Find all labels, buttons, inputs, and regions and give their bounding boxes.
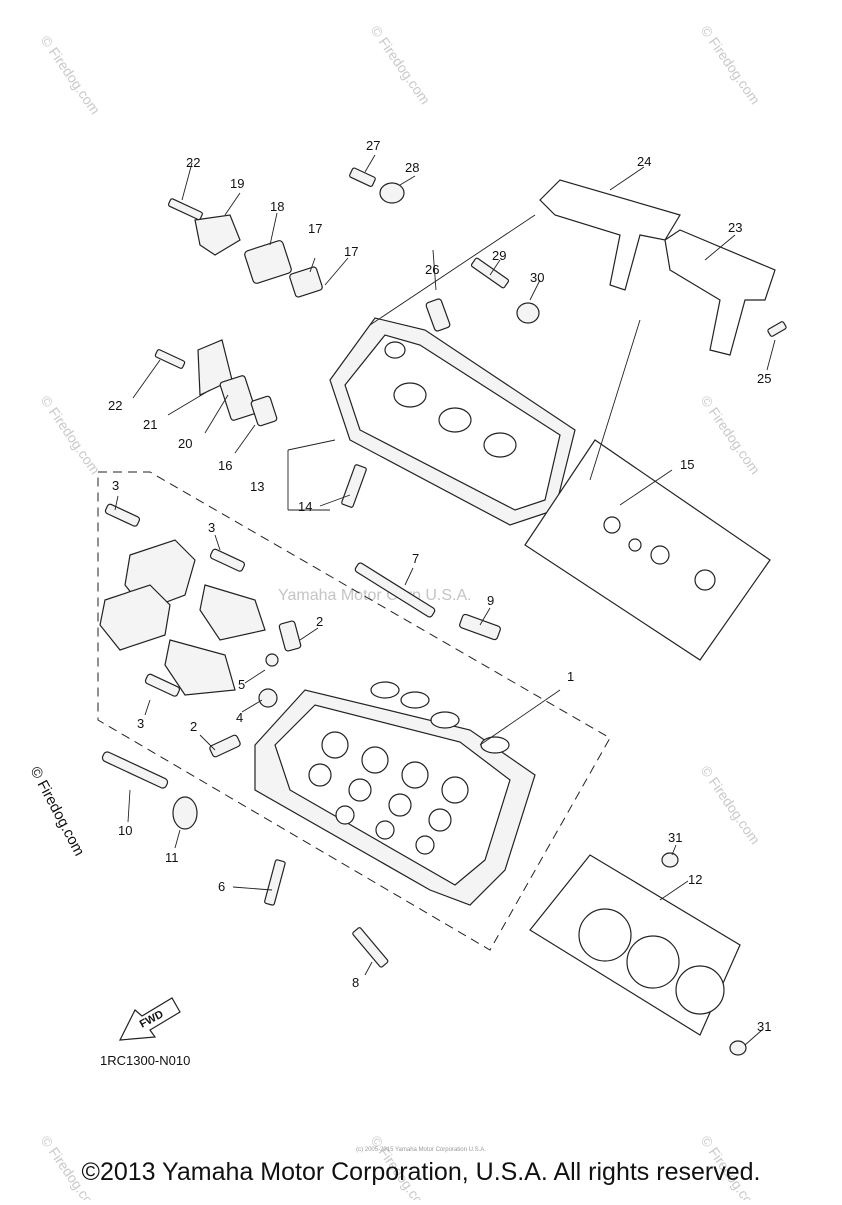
callout-6: 6 <box>218 879 225 894</box>
callout-8: 8 <box>352 975 359 990</box>
callout-7: 7 <box>412 551 419 566</box>
callout-31-lower: 31 <box>757 1019 771 1034</box>
copyright-notice: ©2013 Yamaha Motor Corporation, U.S.A. A… <box>81 1158 761 1186</box>
callout-4: 4 <box>236 710 243 725</box>
callout-3-mid: 3 <box>208 520 215 535</box>
callout-21: 21 <box>143 417 157 432</box>
callout-13: 13 <box>250 479 264 494</box>
callout-5: 5 <box>238 677 245 692</box>
callout-18: 18 <box>270 199 284 214</box>
callout-14: 14 <box>298 499 312 514</box>
callout-25: 25 <box>757 371 771 386</box>
callout-9: 9 <box>487 593 494 608</box>
watermark-text: © Firedog.com <box>368 23 434 108</box>
diagram-code: 1RC1300-N010 <box>100 1053 190 1068</box>
callout-1: 1 <box>567 669 574 684</box>
callout-28: 28 <box>405 160 419 175</box>
tiny-footer: (c) 2005-2015 Yamaha Motor Corporation U… <box>356 1147 486 1153</box>
group-outline <box>97 471 611 951</box>
callout-2-upper: 2 <box>316 614 323 629</box>
callout-22-mid: 22 <box>108 398 122 413</box>
callout-19: 19 <box>230 176 244 191</box>
cylinder-head <box>254 681 536 906</box>
camshaft-caps <box>99 539 266 696</box>
callout-17-a: 17 <box>308 221 322 236</box>
callout-3-bottom: 3 <box>137 716 144 731</box>
watermark-text: © Firedog.com <box>38 393 104 478</box>
callout-16: 16 <box>218 458 232 473</box>
watermark-text: © Firedog.com <box>38 33 104 118</box>
callout-15: 15 <box>680 457 694 472</box>
callout-23: 23 <box>728 220 742 235</box>
leader-lines <box>114 154 776 1046</box>
callout-20: 20 <box>178 436 192 451</box>
callout-17-b: 17 <box>344 244 358 259</box>
watermark-text: © Firedog.com <box>698 763 764 848</box>
fwd-arrow: FWD <box>118 997 181 1041</box>
callout-30: 30 <box>530 270 544 285</box>
callout-27: 27 <box>366 138 380 153</box>
callout-29: 29 <box>492 248 506 263</box>
cylinder-head-cover <box>329 317 576 526</box>
center-watermark: Yamaha Motor Corp U.S.A. <box>278 587 472 604</box>
callout-12: 12 <box>688 872 702 887</box>
callout-labels: 1 2 2 3 3 3 3 4 5 6 7 8 9 10 11 12 13 14… <box>108 138 771 1034</box>
watermark-text: © Firedog.com <box>698 393 764 478</box>
callout-3-top: 3 <box>112 478 119 493</box>
callout-10: 10 <box>118 823 132 838</box>
callout-31-upper: 31 <box>668 830 682 845</box>
watermark-text: © Firedog.com <box>26 764 87 859</box>
plate-23 <box>664 229 776 356</box>
watermark-text: © Firedog.com <box>698 23 764 108</box>
head-gasket <box>529 854 741 1036</box>
callout-2-lower: 2 <box>190 719 197 734</box>
plate-24 <box>539 179 681 291</box>
callout-24: 24 <box>637 154 651 169</box>
callout-22-top: 22 <box>186 155 200 170</box>
small-parts <box>101 167 787 1056</box>
callout-26: 26 <box>425 262 439 277</box>
callout-11: 11 <box>165 850 179 865</box>
head-cover-gasket <box>524 439 771 661</box>
